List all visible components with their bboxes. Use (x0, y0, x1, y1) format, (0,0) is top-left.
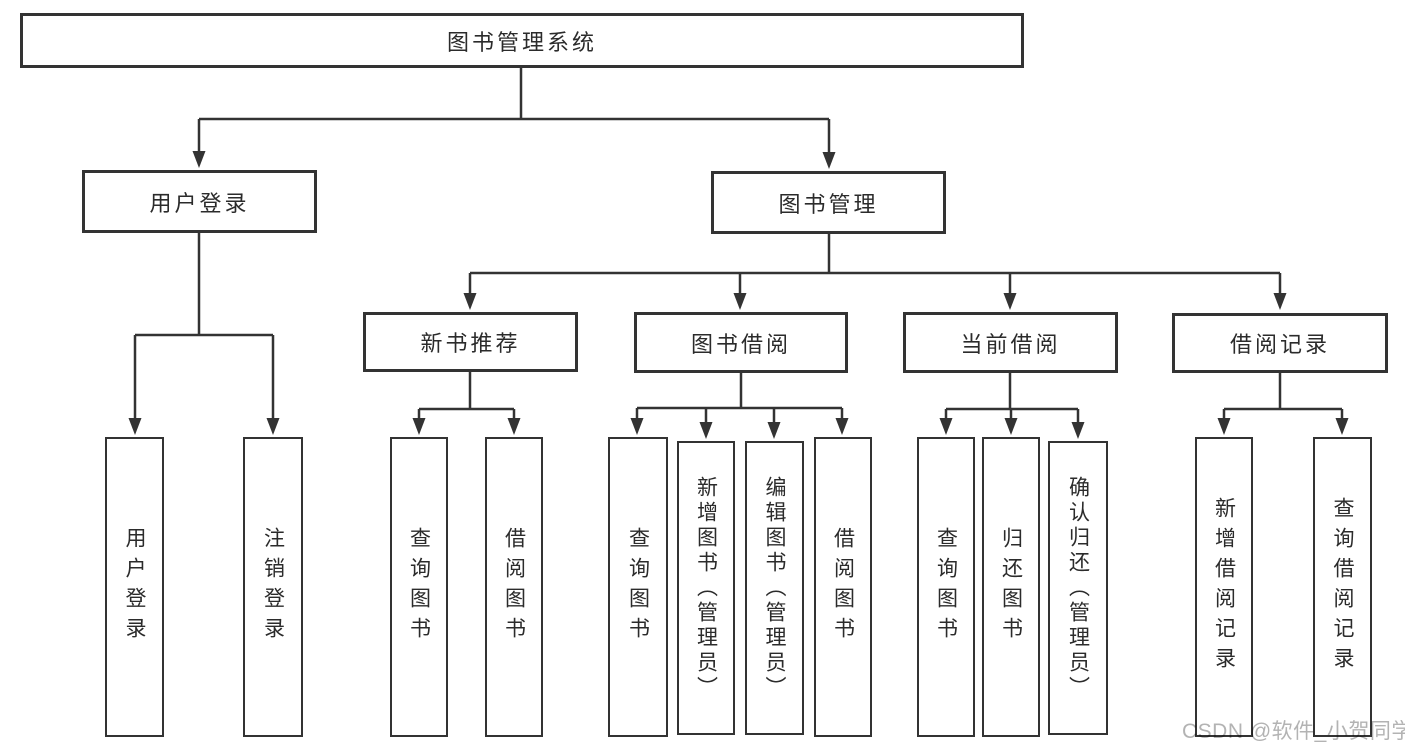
leaf-user-login: 用户登录 (105, 437, 164, 737)
leaf-add-book-admin: 新增图书（管理员） (677, 441, 735, 735)
leaf-return-book: 归还图书 (982, 437, 1040, 737)
leaf-edit-book-admin-label: 编辑图书（管理员） (763, 475, 786, 701)
leaf-query-borrow-record-label: 查询借阅记录 (1331, 497, 1354, 677)
leaf-borrow-book-1: 借阅图书 (485, 437, 543, 737)
connector-book-mgmt (463, 234, 1287, 310)
leaf-logout-label: 注销登录 (261, 527, 285, 647)
leaf-borrow-book-1-label: 借阅图书 (502, 527, 526, 647)
leaf-query-book-3: 查询图书 (917, 437, 975, 737)
leaf-confirm-return-admin-label: 确认归还（管理员） (1066, 475, 1090, 701)
node-current-borrow: 当前借阅 (903, 312, 1118, 373)
leaf-add-book-admin-label: 新增图书（管理员） (694, 475, 718, 701)
leaf-return-book-label: 归还图书 (999, 527, 1023, 647)
node-root: 图书管理系统 (20, 13, 1024, 68)
leaf-query-book-3-label: 查询图书 (934, 527, 958, 647)
leaf-query-borrow-record: 查询借阅记录 (1313, 437, 1372, 737)
node-book-mgmt-label: 图书管理 (778, 191, 879, 217)
connector-root (192, 68, 836, 169)
connector-book-borrow (630, 373, 849, 439)
node-root-label: 图书管理系统 (446, 29, 597, 55)
leaf-logout: 注销登录 (243, 437, 303, 737)
leaf-add-borrow-record-label: 新增借阅记录 (1212, 497, 1236, 677)
node-user-login-label: 用户登录 (149, 190, 250, 216)
node-new-book-rec-label: 新书推荐 (420, 331, 521, 356)
leaf-query-book-2: 查询图书 (608, 437, 668, 737)
node-book-borrow: 图书借阅 (634, 312, 848, 373)
leaf-user-login-label: 用户登录 (123, 527, 146, 647)
node-current-borrow-label: 当前借阅 (960, 331, 1061, 357)
connector-new-book (412, 372, 521, 435)
node-borrow-records: 借阅记录 (1172, 313, 1388, 373)
node-book-borrow-label: 图书借阅 (690, 331, 791, 357)
leaf-borrow-book-2: 借阅图书 (814, 437, 872, 737)
node-new-book-rec: 新书推荐 (363, 312, 578, 372)
connector-user-login (128, 233, 280, 435)
node-book-mgmt: 图书管理 (711, 171, 946, 234)
leaf-borrow-book-2-label: 借阅图书 (831, 527, 855, 647)
leaf-add-borrow-record: 新增借阅记录 (1195, 437, 1253, 737)
connector-borrow-records (1217, 373, 1349, 435)
node-user-login: 用户登录 (82, 170, 317, 233)
leaf-edit-book-admin: 编辑图书（管理员） (745, 441, 804, 735)
connector-current-borrow (939, 373, 1085, 439)
leaf-query-book-1: 查询图书 (390, 437, 448, 737)
node-borrow-records-label: 借阅记录 (1229, 332, 1330, 357)
watermark: CSDN @软件_小贺同学 (1182, 720, 1405, 743)
leaf-confirm-return-admin: 确认归还（管理员） (1048, 441, 1108, 735)
leaf-query-book-2-label: 查询图书 (626, 527, 650, 647)
leaf-query-book-1-label: 查询图书 (407, 527, 431, 647)
